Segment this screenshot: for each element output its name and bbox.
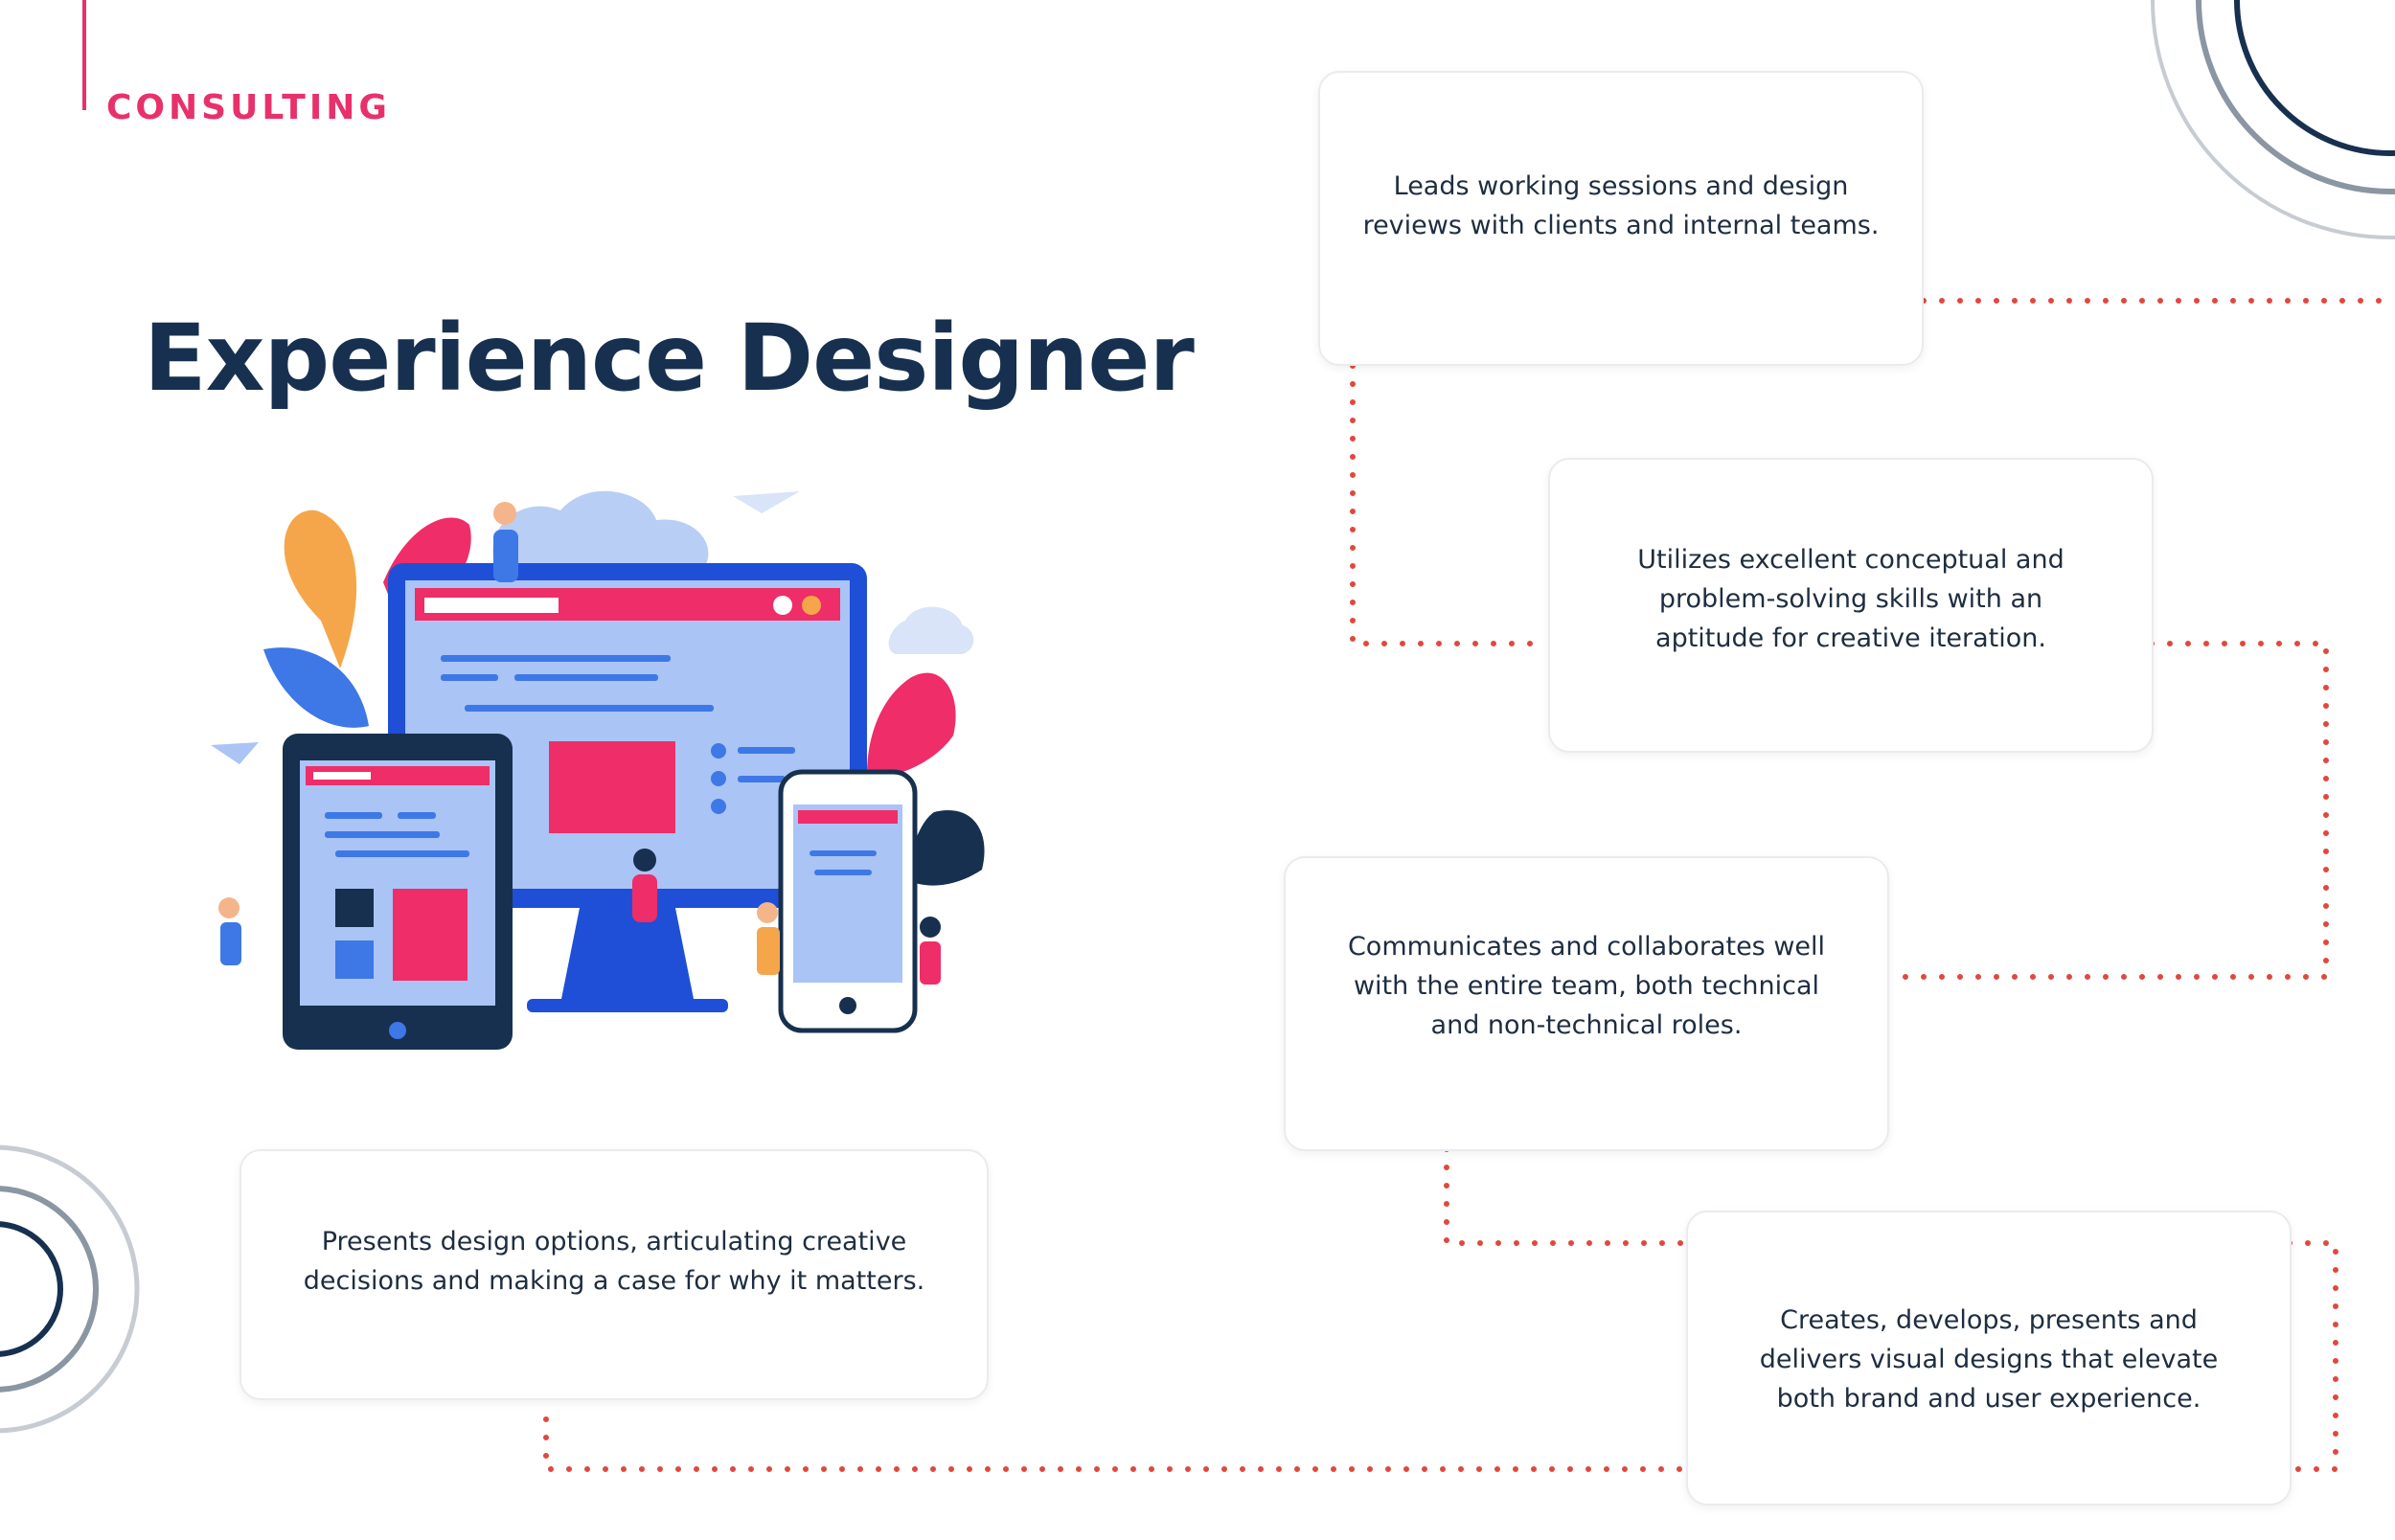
responsibility-card-2: Utilizes excellent conceptual and proble… bbox=[1548, 458, 2154, 753]
responsibility-text-2: Utilizes excellent conceptual and proble… bbox=[1637, 545, 2064, 653]
page-title: Experience Designer bbox=[144, 305, 1195, 412]
responsibility-card-3: Communicates and collaborates well with … bbox=[1284, 856, 1889, 1151]
responsibility-text-5: Presents design options, articulating cr… bbox=[303, 1227, 925, 1296]
responsibility-card-4: Creates, develops, presents and delivers… bbox=[1686, 1211, 2292, 1506]
header-accent-bar bbox=[82, 0, 86, 110]
web-design-devices-illustration bbox=[211, 490, 985, 1050]
category-label: CONSULTING bbox=[106, 88, 391, 127]
responsibility-text-3: Communicates and collaborates well with … bbox=[1347, 932, 1826, 1040]
responsibility-text-1: Leads working sessions and design review… bbox=[1362, 171, 1880, 240]
responsibility-card-1: Leads working sessions and design review… bbox=[1318, 71, 1924, 366]
responsibility-text-4: Creates, develops, presents and delivers… bbox=[1759, 1305, 2219, 1414]
responsibility-card-5: Presents design options, articulating cr… bbox=[240, 1149, 989, 1400]
